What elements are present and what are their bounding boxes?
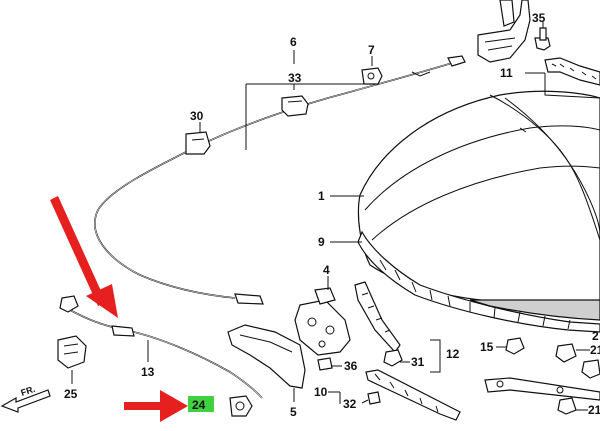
fr-marker: FR.	[20, 384, 37, 398]
label-7: 7	[368, 43, 375, 57]
label-10: 10	[314, 385, 328, 399]
lock-support	[354, 281, 401, 353]
lower-bar	[365, 369, 461, 421]
label-2: 2	[592, 329, 599, 343]
fr-arrow-icon	[0, 389, 51, 413]
cable-cover	[227, 324, 306, 389]
label-21b: 21	[588, 403, 600, 417]
clip-33	[281, 95, 309, 117]
label-24: 24	[192, 398, 206, 412]
weatherstrip-11	[544, 57, 600, 86]
label-12: 12	[446, 347, 460, 361]
release-cable	[94, 55, 466, 305]
red-arrow-lower	[124, 390, 188, 422]
hood-seal	[357, 230, 600, 333]
bolt-32	[367, 391, 381, 405]
clip-2	[581, 359, 600, 379]
highlight-24	[188, 396, 214, 412]
label-25: 25	[64, 387, 78, 401]
label-11: 11	[500, 66, 513, 80]
clip-7	[361, 67, 383, 85]
clip-21	[555, 343, 577, 363]
hood-hinge	[477, 0, 531, 63]
label-31: 31	[411, 355, 425, 369]
label-36: 36	[344, 359, 358, 373]
clip-31	[383, 349, 403, 367]
label-30: 30	[190, 109, 204, 123]
label-15: 15	[480, 340, 494, 354]
label-33: 33	[288, 71, 302, 85]
label-1: 1	[318, 189, 325, 203]
grommet-24	[229, 395, 253, 417]
release-handle	[57, 335, 87, 369]
label-35: 35	[532, 11, 546, 25]
red-arrow-upper	[50, 196, 118, 318]
clip-lower-right	[557, 397, 577, 415]
label-9: 9	[318, 235, 325, 249]
lower-stay	[484, 377, 600, 401]
label-6: 6	[290, 35, 297, 49]
bolt-36	[317, 357, 333, 371]
label-13: 13	[141, 365, 155, 379]
clip-15	[505, 337, 525, 355]
label-21: 21	[590, 343, 600, 357]
clip-30	[185, 131, 211, 155]
label-32: 32	[343, 397, 357, 411]
hood-lock	[294, 287, 351, 356]
bolt-35	[534, 27, 551, 51]
label-5: 5	[290, 405, 297, 419]
release-handle-cable	[59, 295, 263, 399]
label-4: 4	[323, 263, 330, 277]
